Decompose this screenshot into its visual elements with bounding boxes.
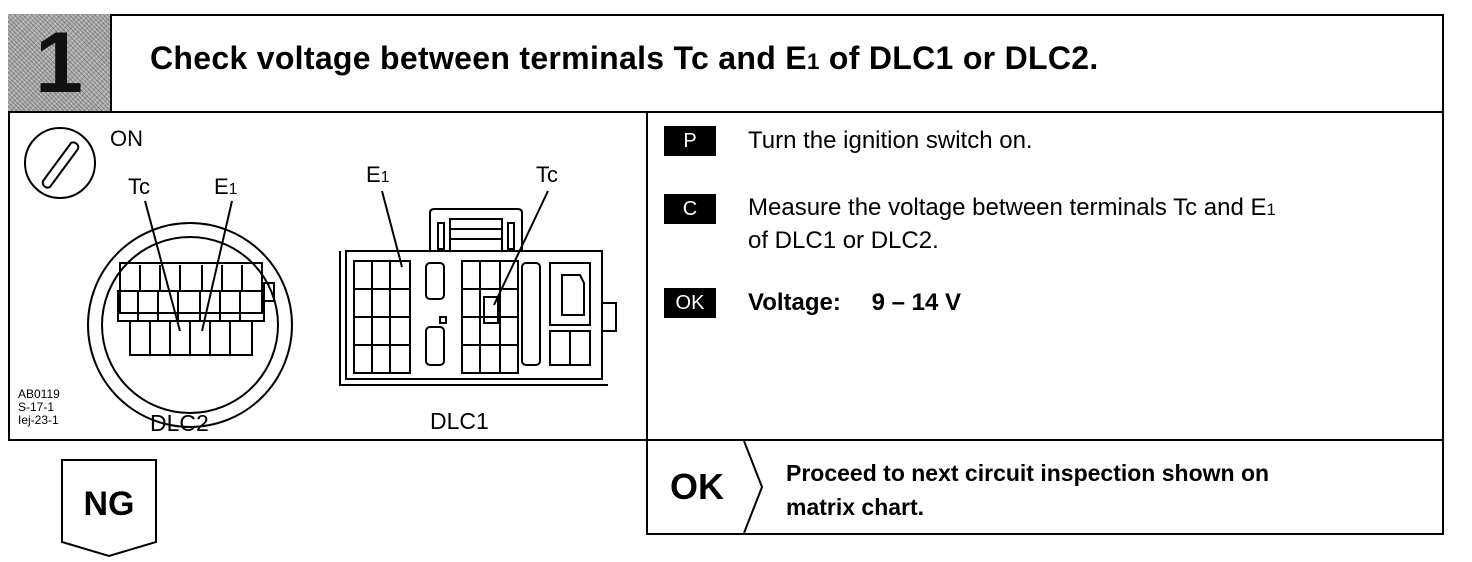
figure-code-1: AB0119	[18, 387, 60, 401]
ok-result-text: Proceed to next circuit inspection shown…	[786, 460, 1270, 520]
ok-criteria-icon: OK	[664, 288, 716, 318]
check-icon: C	[664, 194, 716, 224]
dlc1-connector-drawing	[339, 190, 617, 386]
ignition-switch-icon	[24, 127, 96, 199]
ng-result-tag	[61, 459, 157, 558]
instruction-check: Measure the voltage between terminals Tc…	[748, 194, 1276, 254]
figure-code-2: S-17-1	[18, 400, 55, 414]
dlc1-label: DLC1	[430, 408, 489, 434]
voltage-label: Voltage:	[748, 289, 841, 316]
ng-result-label: NG	[83, 485, 135, 523]
step-title: Check voltage between terminals Tc and E…	[150, 40, 1099, 76]
step-number: 1	[35, 14, 83, 111]
dlc1-e1-label: E1	[366, 162, 390, 187]
instruction-ok-criteria: Voltage: 9 – 14 V	[748, 287, 961, 318]
voltage-value: 9 – 14 V	[871, 289, 961, 316]
dlc2-connector-drawing	[87, 200, 293, 428]
dlc2-label: DLC2	[150, 410, 209, 436]
dlc2-tc-label: Tc	[128, 174, 150, 199]
dlc1-tc-label: Tc	[536, 162, 558, 187]
dlc2-e1-label: E1	[214, 174, 238, 199]
figure-code-3: Iej-23-1	[18, 413, 59, 427]
precondition-icon: P	[664, 126, 716, 156]
ok-chevron-divider	[743, 441, 764, 533]
step-number-badge: 1	[8, 14, 112, 111]
connector-diagram	[24, 127, 617, 428]
switch-on-label: ON	[110, 126, 143, 151]
instruction-precondition: Turn the ignition switch on.	[748, 127, 1033, 154]
ok-result-label: OK	[670, 466, 724, 507]
instructions-panel	[646, 111, 1444, 441]
ok-result-box	[646, 439, 1444, 535]
step-header	[8, 14, 1444, 113]
